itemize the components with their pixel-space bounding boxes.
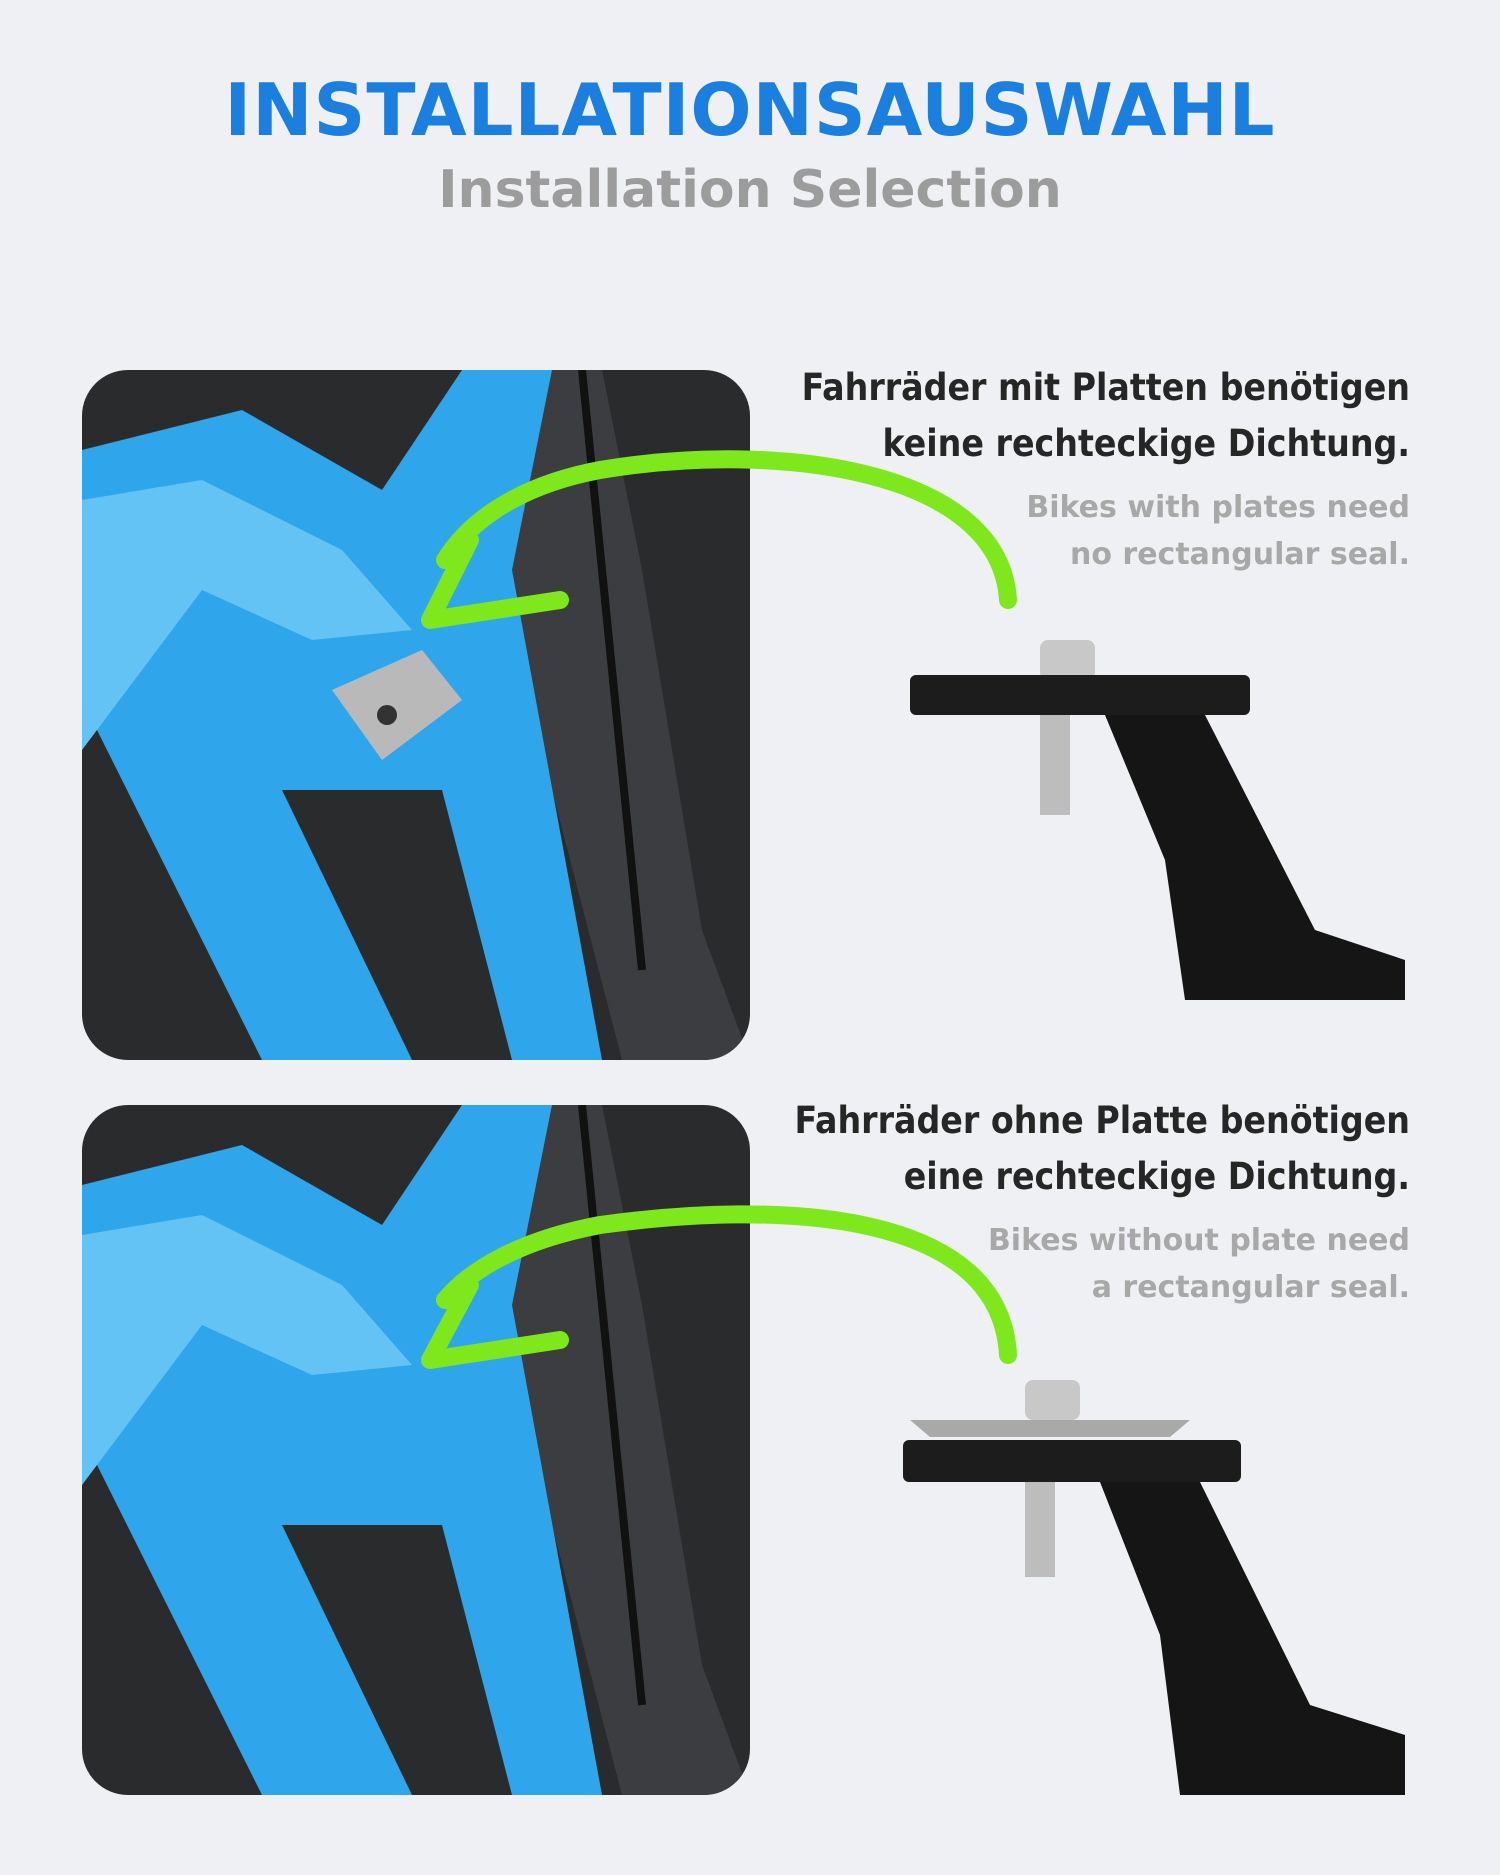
bike-frame-photo-with-plate bbox=[82, 370, 750, 1060]
de-line: Fahrräder ohne Platte benötigen bbox=[794, 1099, 1410, 1142]
page-title: INSTALLATIONSAUSWAHL bbox=[224, 68, 1276, 152]
de-line: eine rechteckige Dichtung. bbox=[903, 1155, 1410, 1198]
section-1-text: Fahrräder mit Platten benötigen keine re… bbox=[802, 360, 1410, 578]
de-line: keine rechteckige Dichtung. bbox=[882, 422, 1410, 465]
en-line: Bikes without plate need bbox=[987, 1223, 1410, 1258]
bike-frame-photo-without-plate bbox=[82, 1105, 750, 1795]
section-2-text: Fahrräder ohne Platte benötigen eine rec… bbox=[794, 1093, 1410, 1311]
en-line: no rectangular seal. bbox=[1069, 537, 1410, 572]
en-line: Bikes with plates need bbox=[1026, 490, 1410, 525]
de-line: Fahrräder mit Platten benötigen bbox=[801, 366, 1410, 409]
bracket-with-seal-image bbox=[903, 1380, 1405, 1795]
en-line: a rectangular seal. bbox=[1091, 1270, 1410, 1305]
page-subtitle: Installation Selection bbox=[438, 160, 1062, 220]
bracket-with-plate-image bbox=[910, 640, 1405, 1000]
